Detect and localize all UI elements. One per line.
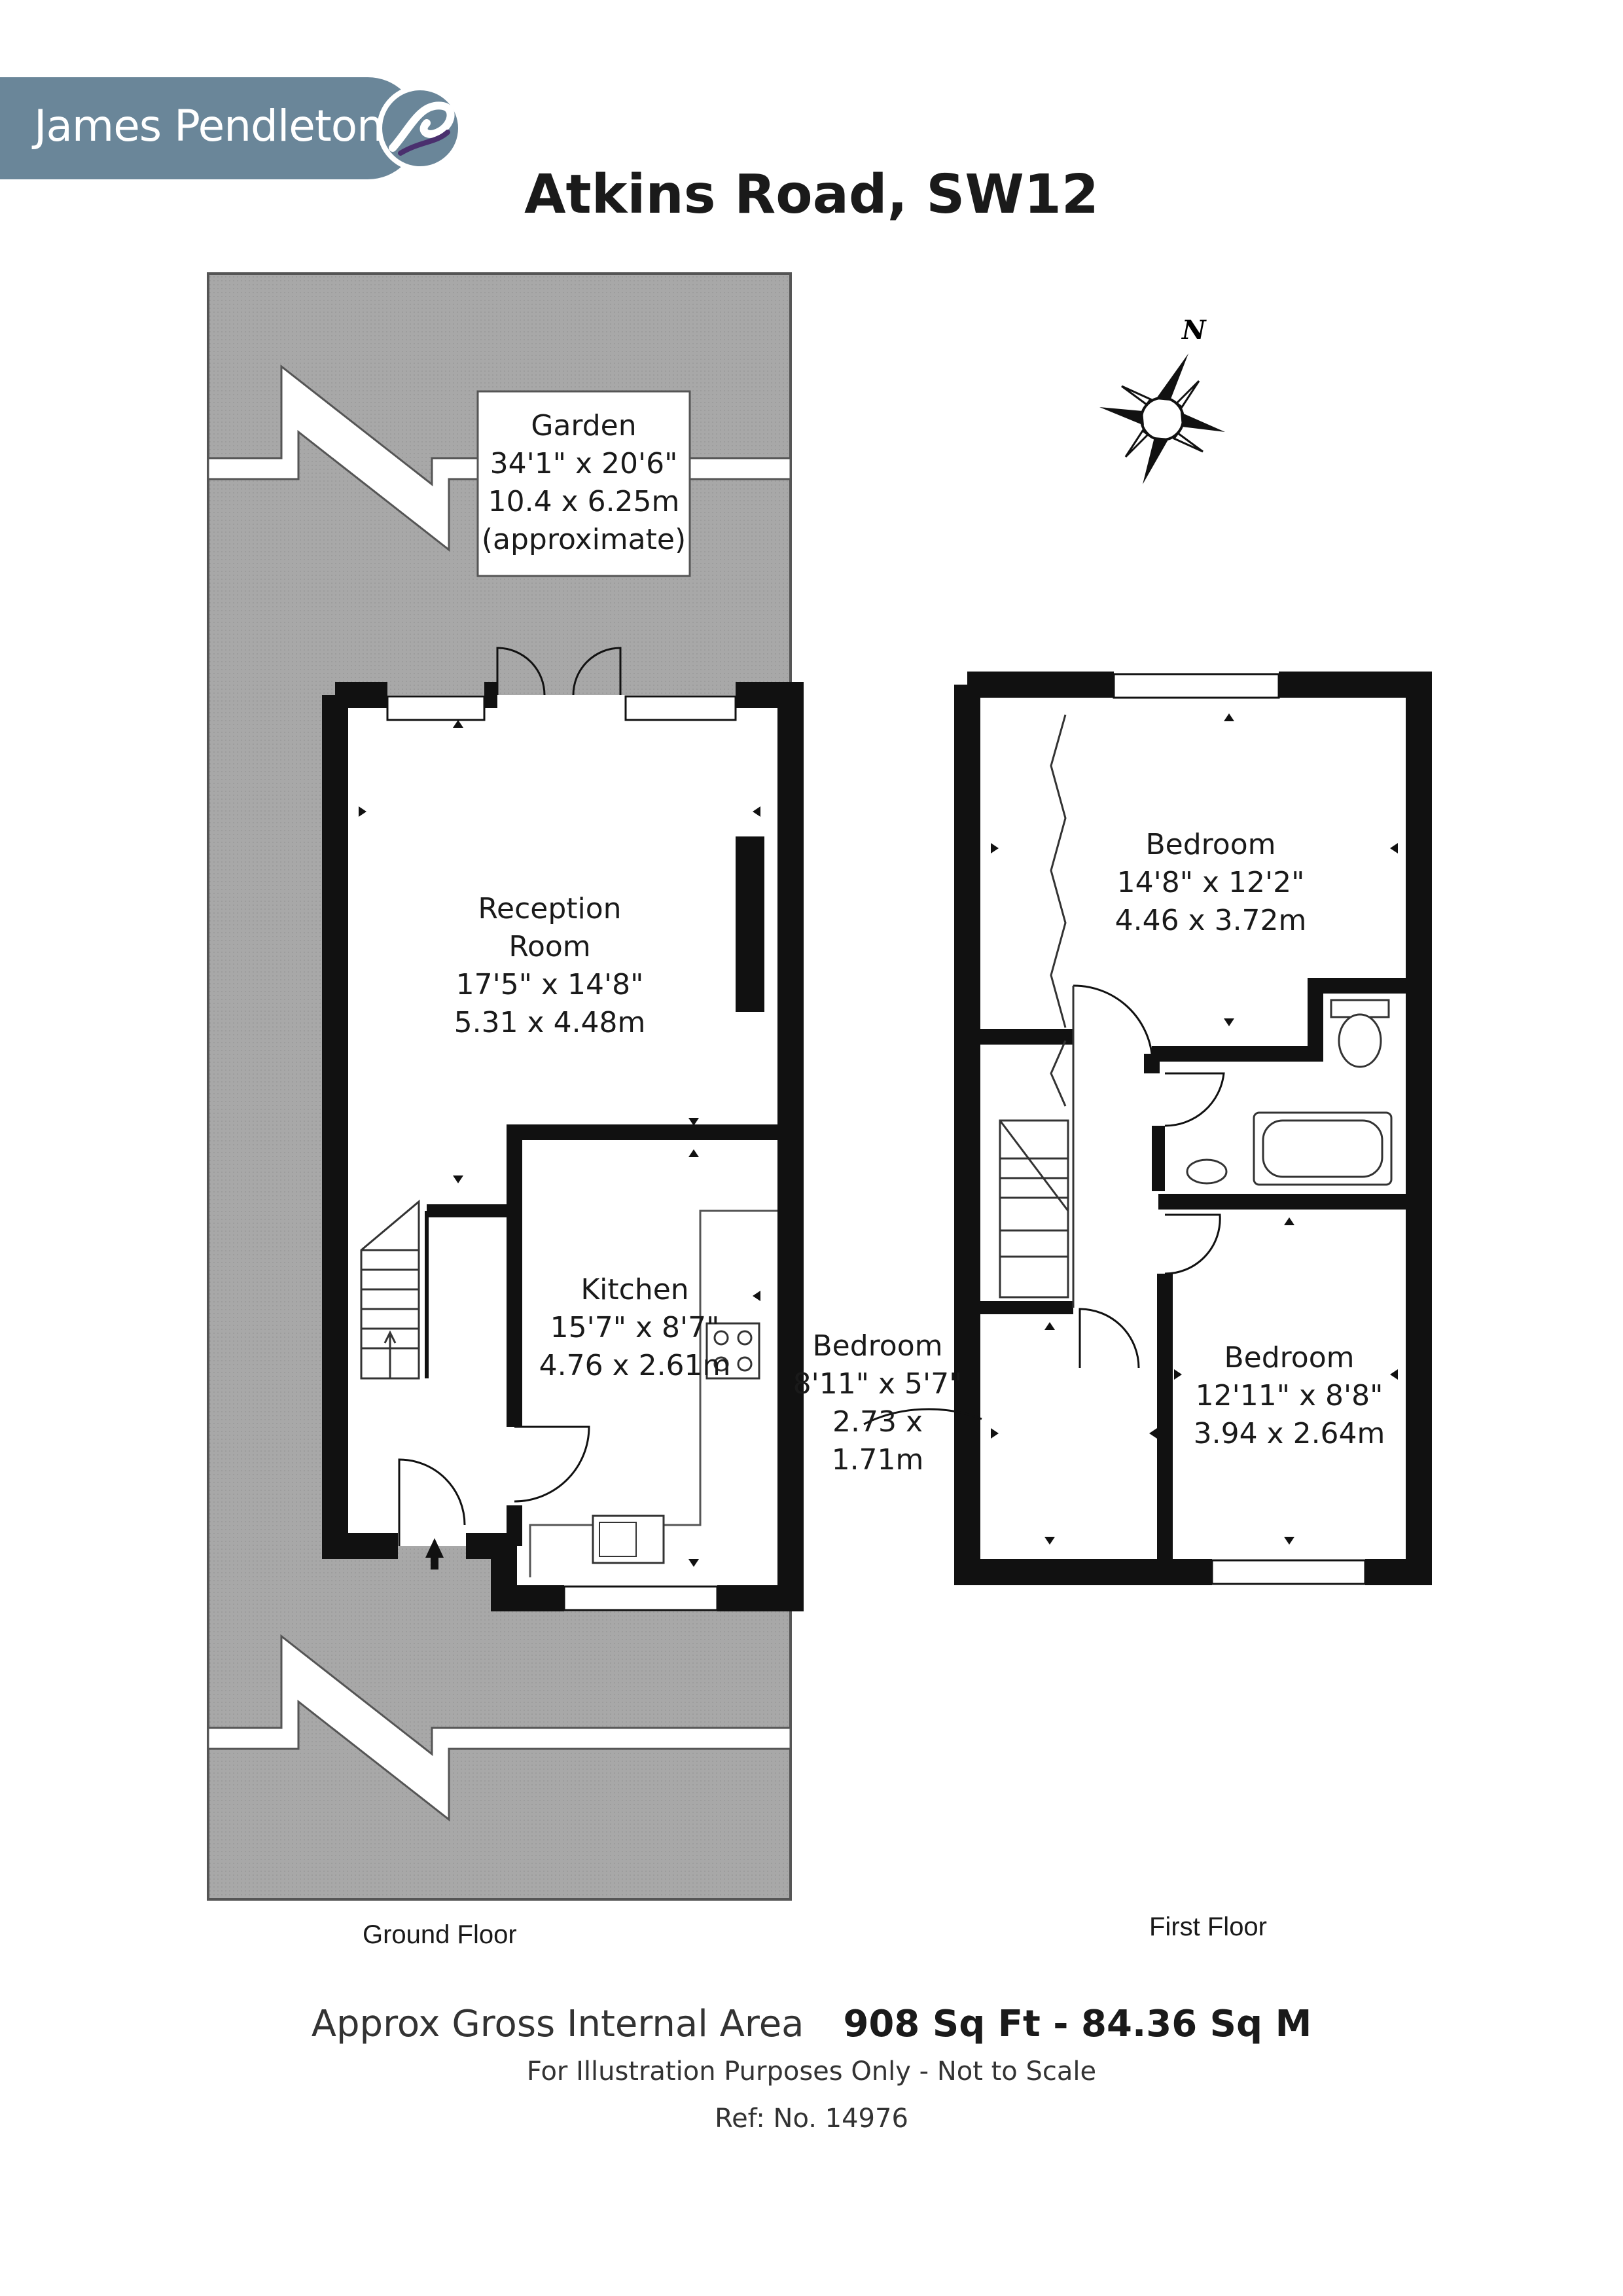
ground-floor-label: Ground Floor (363, 1920, 517, 1949)
brand-mark-icon (377, 85, 463, 171)
fireplace (736, 836, 764, 1012)
first-stairs (999, 1119, 1069, 1299)
ground-stairs (360, 1199, 420, 1380)
basin (1186, 1158, 1228, 1185)
hob (705, 1322, 760, 1380)
disclaimer: For Illustration Purposes Only - Not to … (526, 2056, 1097, 2087)
compass-rose (1099, 353, 1225, 484)
sink (592, 1515, 665, 1564)
garden-note: (approximate) (481, 523, 687, 556)
area-label: Approx Gross Internal Area (311, 2003, 804, 2045)
bedroom-rear-imperial: 12'11" x 8'8" (1195, 1379, 1383, 1412)
brand-name: James Pendleton (34, 101, 384, 151)
first-floor-label: First Floor (1149, 1912, 1267, 1941)
bedroom-small-name: Bedroom (812, 1329, 943, 1363)
reference-number: Ref: No. 14976 (715, 2104, 908, 2134)
bedroom-main-metric: 4.46 x 3.72m (1115, 904, 1307, 937)
kitchen-imperial: 15'7" x 8'7" (550, 1311, 720, 1344)
compass-north-label: N (1181, 315, 1207, 346)
bedroom-small-imperial: 8'11" x 5'7" (793, 1367, 963, 1401)
kitchen-label: Kitchen 15'7" x 8'7" 4.76 x 2.61m (537, 1271, 733, 1385)
bath (1253, 1111, 1393, 1186)
garden-metric: 10.4 x 6.25m (488, 485, 680, 518)
bedroom-main-label: Bedroom 14'8" x 12'2" 4.46 x 3.72m (1099, 826, 1322, 940)
bedroom-rear-name: Bedroom (1224, 1341, 1355, 1374)
bedroom-rear-metric: 3.94 x 2.64m (1193, 1417, 1385, 1450)
garden-label: Garden 34'1" x 20'6" 10.4 x 6.25m (appro… (478, 407, 690, 559)
reception-name-line1: Reception (478, 892, 622, 925)
brand-logo: James Pendleton (0, 77, 466, 179)
reception-metric: 5.31 x 4.48m (454, 1006, 646, 1039)
reception-imperial: 17'5" x 14'8" (455, 968, 644, 1001)
reception-label: Reception Room 17'5" x 14'8" 5.31 x 4.48… (406, 890, 694, 1042)
garden-name: Garden (531, 409, 637, 442)
logo-banner (0, 77, 419, 179)
bedroom-small-label: Bedroom 8'11" x 5'7" 2.73 x 1.71m (783, 1327, 972, 1479)
bedroom-rear-label: Bedroom 12'11" x 8'8" 3.94 x 2.64m (1178, 1339, 1400, 1453)
bedroom-main-name: Bedroom (1145, 828, 1276, 861)
page-title: Atkins Road, SW12 (524, 164, 1099, 226)
garden-imperial: 34'1" x 20'6" (490, 447, 678, 480)
bedroom-small-metric: 2.73 x 1.71m (831, 1405, 924, 1477)
reception-name-line2: Room (508, 930, 591, 963)
kitchen-metric: 4.76 x 2.61m (539, 1349, 731, 1382)
ground-floor (322, 647, 804, 1611)
first-floor (863, 672, 1432, 1585)
bedroom-main-imperial: 14'8" x 12'2" (1116, 866, 1305, 899)
kitchen-name: Kitchen (580, 1273, 689, 1306)
garden-label-box (476, 390, 691, 577)
area-value: 908 Sq Ft - 84.36 Sq M (843, 2003, 1312, 2045)
gross-area: Approx Gross Internal Area 908 Sq Ft - 84… (0, 2003, 1623, 2045)
